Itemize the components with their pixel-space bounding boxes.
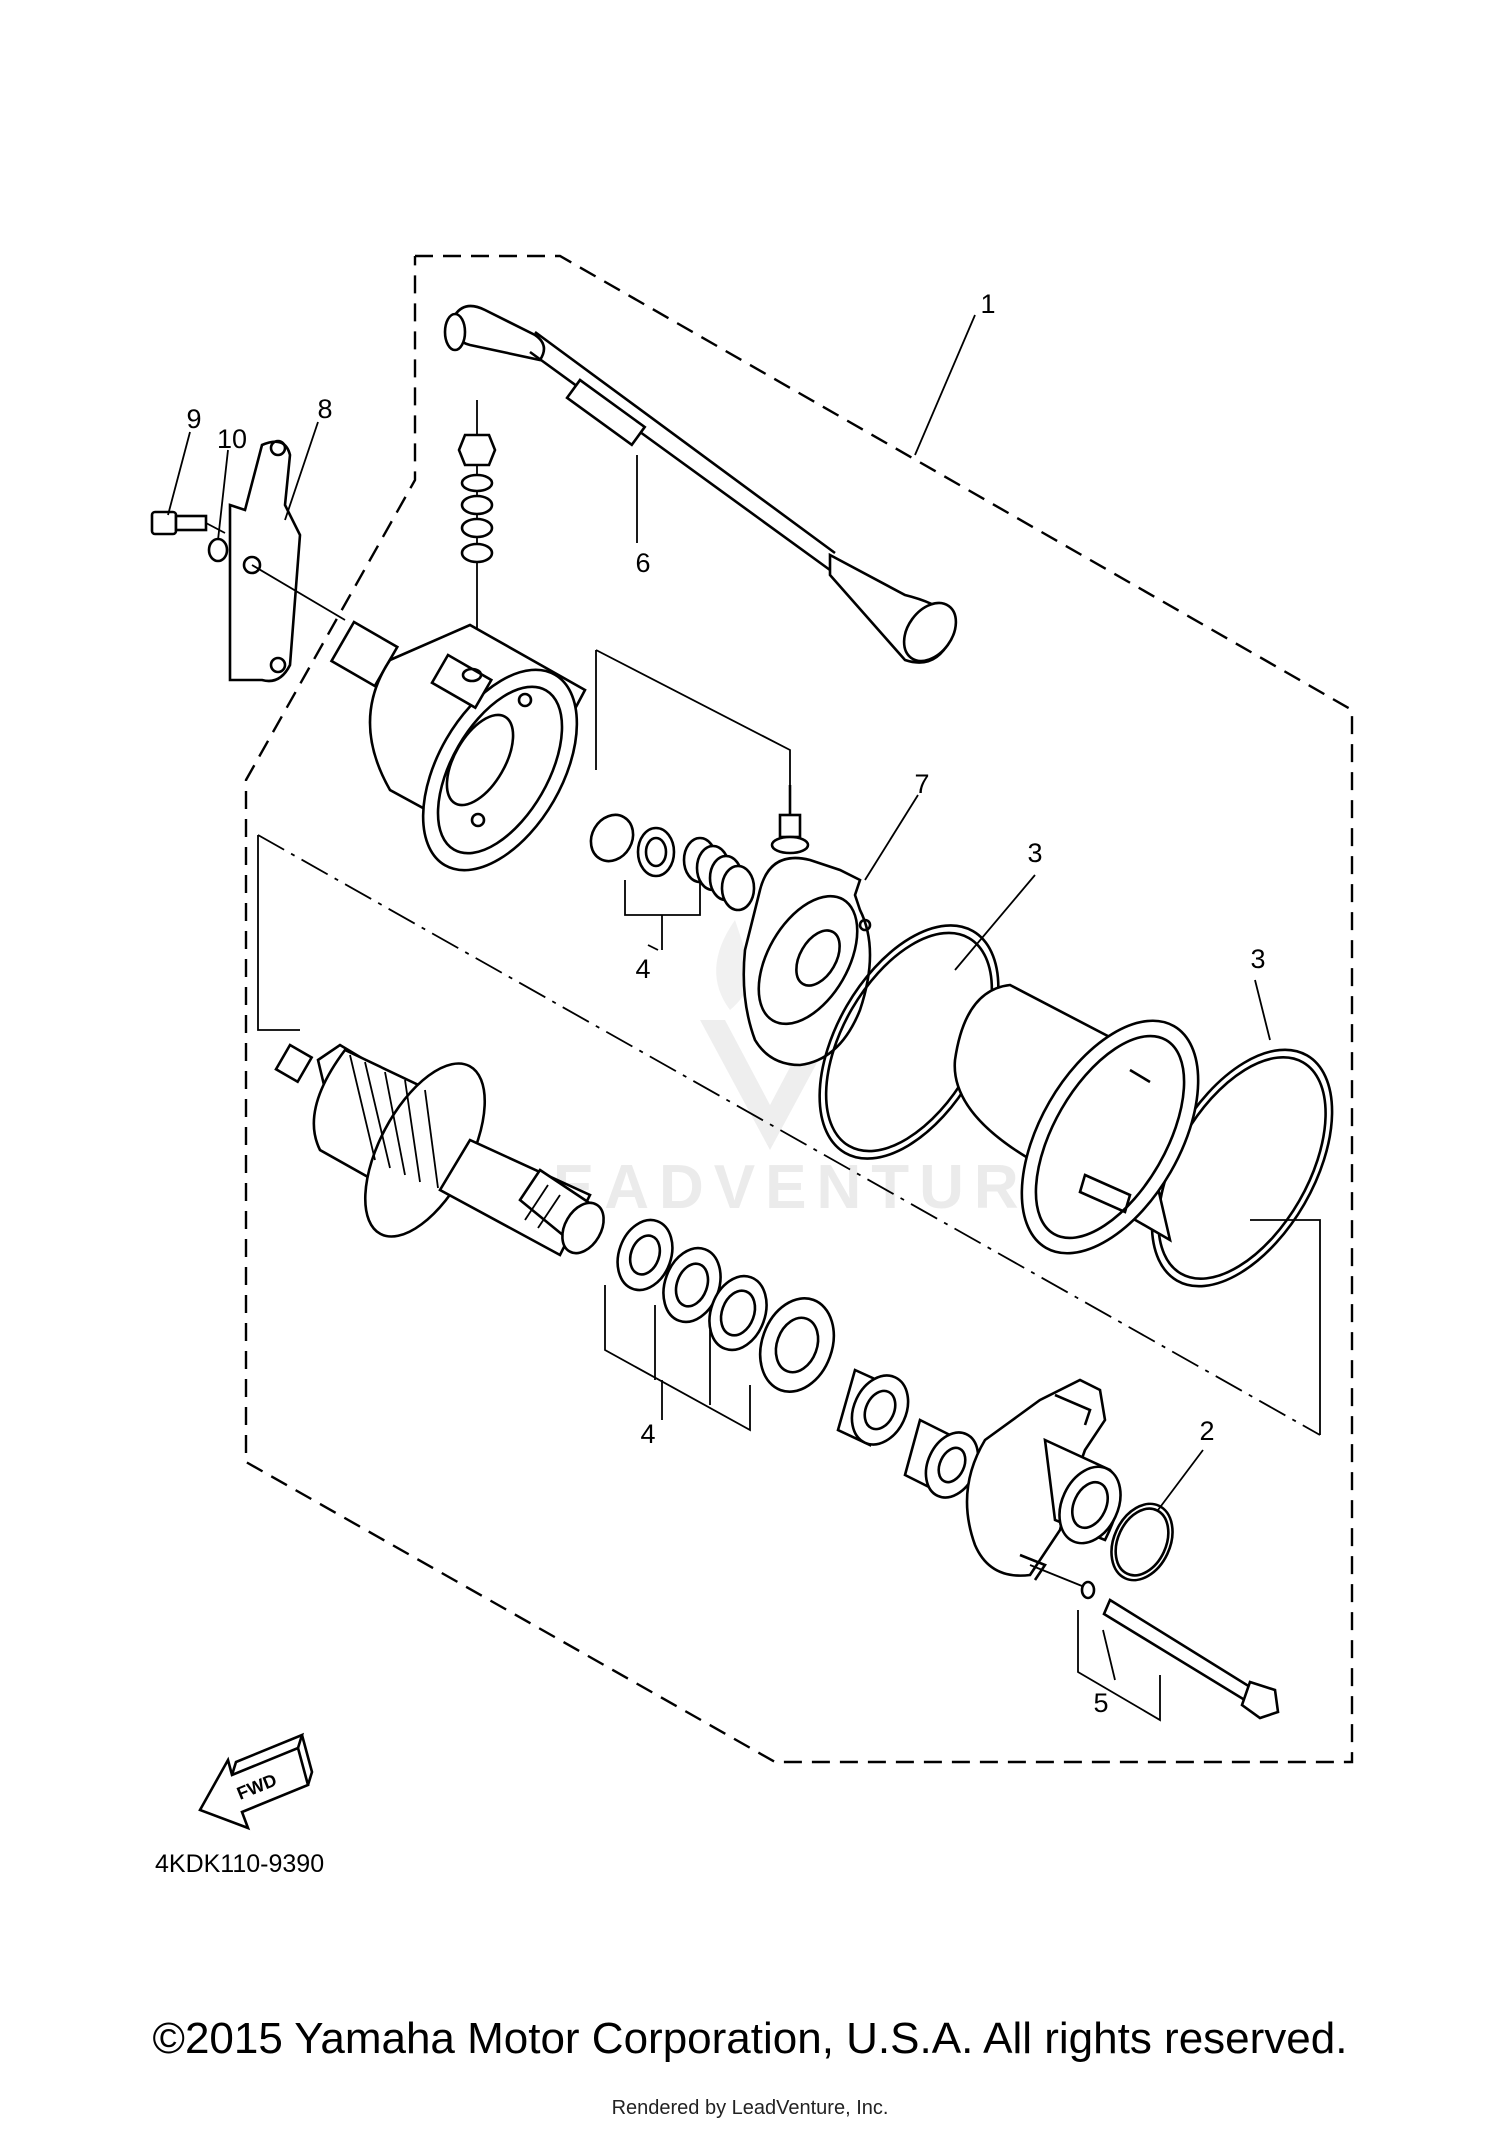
motor-axis-line <box>257 834 1321 1436</box>
part-7-brush-holder <box>742 856 872 1067</box>
callout-9: 9 <box>186 404 201 434</box>
diagram-part-code: 4KDK110-9390 <box>155 1850 324 1878</box>
part-8-bracket <box>228 439 346 683</box>
copyright-notice: ©2015 Yamaha Motor Corporation, U.S.A. A… <box>152 2014 1348 2063</box>
yoke <box>953 983 1200 1255</box>
callout-7: 7 <box>914 769 929 799</box>
terminal-bolt <box>770 785 810 855</box>
callout-8: 8 <box>317 394 332 424</box>
bearings <box>836 1368 980 1499</box>
rear-cover <box>329 620 587 872</box>
callout-3-left: 3 <box>1027 838 1042 868</box>
assembly-boundary <box>244 254 1354 1764</box>
end-cover-bracket-line <box>595 649 791 785</box>
callout-5: 5 <box>1093 1688 1108 1718</box>
callout-10: 10 <box>217 424 247 454</box>
part-6-lead-wire <box>443 304 958 664</box>
fwd-arrow-icon: FWD <box>198 1732 314 1831</box>
part-10-washer <box>207 537 229 563</box>
callout-4-lower: 4 <box>640 1419 655 1449</box>
rendered-by-notice: Rendered by LeadVenture, Inc. <box>611 2097 889 2119</box>
armature-bracket-line <box>257 835 300 1031</box>
callout-6: 6 <box>635 548 650 578</box>
callout-4-upper: 4 <box>635 954 650 984</box>
callout-3-right: 3 <box>1250 944 1265 974</box>
part-5-through-bolt <box>1029 1564 1280 1722</box>
brush-components <box>589 813 756 950</box>
nut-washer-stack <box>457 400 497 690</box>
callout-1: 1 <box>980 289 995 319</box>
part-4-shims <box>604 1218 836 1432</box>
armature <box>274 1043 605 1257</box>
callout-2: 2 <box>1199 1416 1214 1446</box>
leader-lines <box>167 314 1271 1681</box>
part-2-o-ring <box>1110 1502 1174 1582</box>
yoke-bracket-line <box>1250 1219 1321 1435</box>
part-9-bolt <box>150 510 226 536</box>
front-cover <box>965 1378 1122 1581</box>
